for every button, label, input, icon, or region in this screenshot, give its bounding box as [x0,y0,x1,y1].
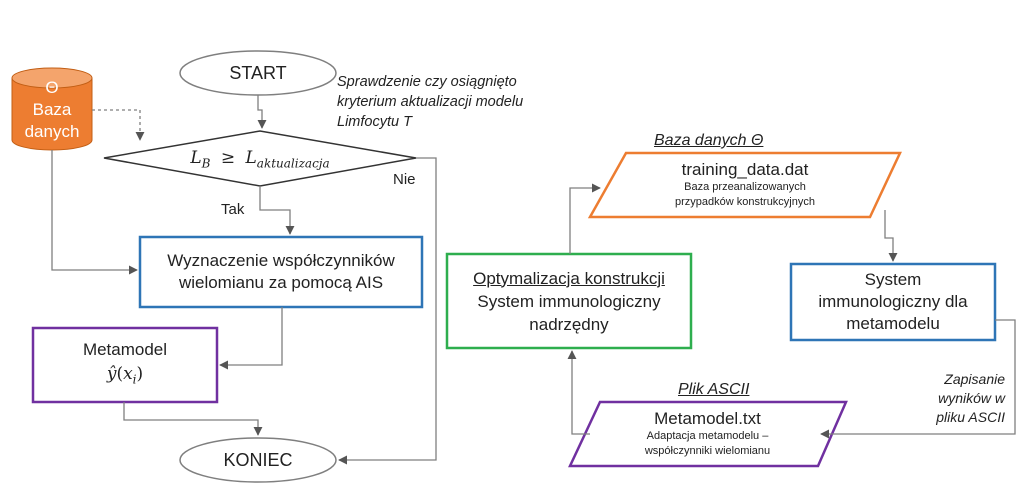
ascii-file-title: Plik ASCII [678,381,750,398]
meta-file-desc-line: Adaptacja metamodelu – [646,430,769,442]
yes-branch-label: Tak [221,201,245,218]
optimization-title: Optymalizacja konstrukcji [473,268,665,288]
no-branch-label: Nie [393,171,416,188]
y-hat: ŷ [106,364,117,385]
training-data-node: training_data.dat Baza przeanalizowanych… [615,155,875,215]
training-desc-line: przypadków konstrukcyjnych [674,196,815,208]
meta-file-node: Metamodel.txt Adaptacja metamodelu – wsp… [585,404,830,464]
arrow-db-to-coeffs [51,150,138,275]
end-node: KONIEC [180,438,336,482]
x-var: x [123,364,133,385]
lhs-subscript: B [201,156,211,171]
check-note-line: Sprawdzenie czy osiągnięto [337,74,517,90]
training-data-parallelogram-shape [587,151,902,219]
arrow-yes-to-coeffs [259,186,295,235]
database-cylinder-shape [11,67,93,151]
training-file-name: training_data.dat [681,160,809,179]
end-oval-shape [179,437,337,483]
optimization-line: System immunologiczny [477,291,661,311]
save-note-line: Zapisanie [944,371,1005,387]
rhs-subscript: aktualizacja [256,156,330,171]
optimization-box: Optymalizacja konstrukcji System immunol… [447,254,691,348]
training-desc-line: Baza przeanalizowanych [684,181,806,193]
start-label: START [229,62,287,83]
arrow-metafile-to-optimization [567,350,590,435]
database-cylinder: Θ Baza danych [12,70,92,150]
database-label-line1: Baza [32,100,72,119]
meta-file-parallelogram-shape [568,400,848,468]
coeffs-box-shape [138,235,424,309]
meta-file-name: Metamodel.txt [654,409,761,428]
lhs-symbol: L [190,147,202,168]
paren-close: ) [136,364,144,385]
arrow-metamodel-to-end [123,402,263,436]
arrow-metasystem-to-metafile [820,319,1016,439]
theta-symbol: Θ [45,78,59,97]
database-theta-title: Baza danych Θ [654,132,764,149]
end-label: KONIEC [223,449,293,470]
paren-open: ( [116,364,124,385]
check-criterion-note: Sprawdzenie czy osiągnięto kryterium akt… [337,72,577,132]
meta-system-box-shape [789,262,997,342]
operator: ≥ [220,147,236,168]
coeffs-box: Wyznaczenie współczynników wielomianu za… [140,237,422,307]
arrow-training-to-metasystem [884,210,898,262]
meta-system-line: System [864,270,922,289]
optimization-line: nadrzędny [529,314,609,334]
save-note-line: pliku ASCII [936,409,1005,425]
check-note-line: Limfocytu T [337,114,412,130]
decision-condition: LB ≥ Laktualizacja [150,142,370,176]
optimization-box-shape [445,252,693,350]
arrow-coeffs-to-metamodel [219,307,283,370]
arrow-no-to-end [338,157,437,465]
start-node: START [180,51,336,95]
x-subscript: i [132,372,137,387]
meta-system-line: immunologiczny dla [818,292,968,311]
metamodel-formula: ŷ(xi) [107,362,143,391]
meta-system-line: metamodelu [846,314,940,333]
coeffs-line: wielomianu za pomocą AIS [178,273,384,292]
metamodel-title: Metamodel [82,340,168,360]
meta-file-desc-line: współczynniki wielomianu [644,445,771,457]
metamodel-box-shape [31,326,219,404]
rhs-symbol: L [245,147,257,168]
check-note-line: kryterium aktualizacji modelu [337,94,524,110]
arrow-start-to-decision [257,95,267,129]
coeffs-line: Wyznaczenie współczynników [167,251,395,270]
decision-formula: LB ≥ Laktualizacja [190,148,329,170]
arrow-db-to-decision [92,109,145,141]
meta-system-box: System immunologiczny dla metamodelu [791,264,995,340]
metamodel-box: Metamodel ŷ(xi) [33,328,217,402]
database-label-line2: danych [24,122,80,141]
save-results-note: Zapisanie wyników w pliku ASCII [905,370,1005,427]
arrow-optimization-to-training [569,183,601,254]
save-note-line: wyników w [938,390,1005,406]
